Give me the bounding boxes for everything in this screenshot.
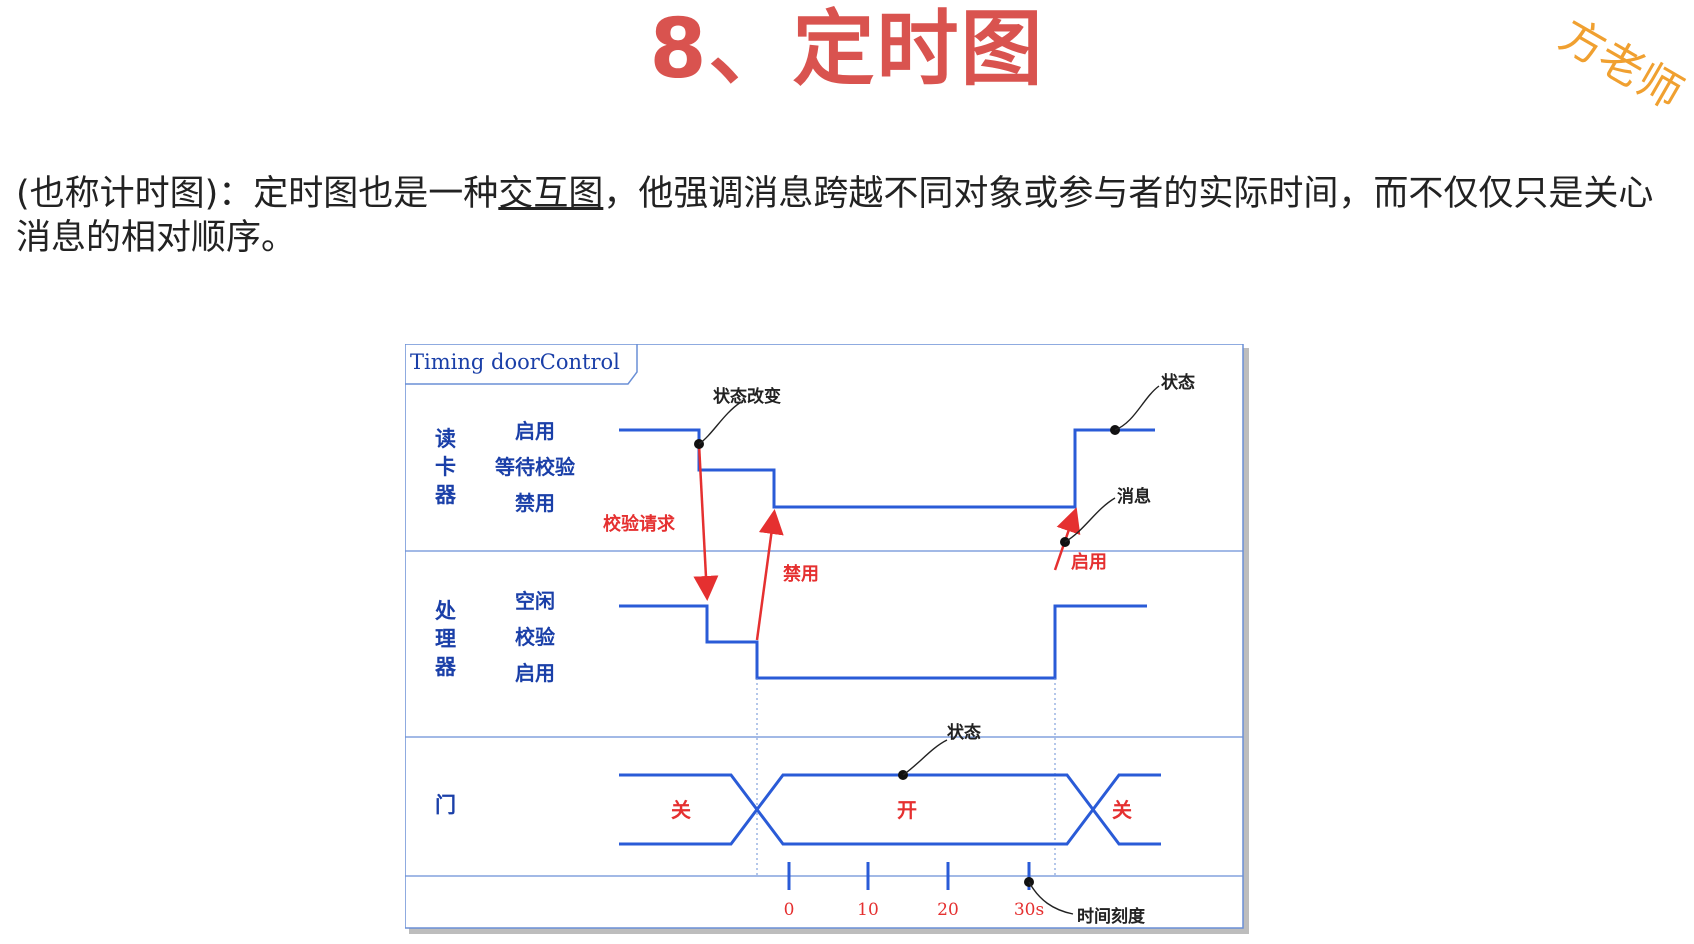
annotation-curve (902, 739, 948, 776)
description-suffix: ，他强调消息跨越不同对象或参与者的实际时间，而不仅仅只是关心消息的相对顺序。 (16, 174, 1654, 258)
message-label-enable: 启用 (1071, 551, 1107, 573)
tick-label: 30s (1014, 900, 1044, 920)
door-state-open: 开 (897, 798, 917, 822)
tick-label: 10 (857, 900, 879, 920)
frame-title-tab (405, 344, 638, 385)
lane3-char: 门 (435, 792, 456, 817)
lane1-char: 器 (434, 482, 457, 507)
lane2-char: 理 (435, 626, 456, 651)
processor-state-verify: 校验 (515, 625, 555, 649)
door-state-closed: 关 (671, 798, 691, 822)
frame-title: Timing doorControl (410, 350, 620, 374)
annotation-curve (1028, 881, 1074, 915)
message-label-verify: 校验请求 (603, 513, 676, 535)
slide-title: 8、定时图 (649, 2, 1045, 97)
door-state-closed: 关 (1112, 798, 1132, 822)
processor-state-idle: 空闲 (515, 589, 555, 613)
tick-label: 0 (784, 900, 795, 920)
lane2-char: 处 (434, 598, 456, 623)
annotation-state-door: 状态 (947, 722, 981, 743)
timing-diagram: Timing doorControl 读 卡 器 处 理 器 门 启用 等待校验… (405, 344, 1249, 934)
description-prefix: (也称计时图)：定时图也是一种 (16, 174, 499, 214)
processor-lifeline (619, 604, 1147, 680)
lane1-char: 读 (435, 426, 456, 451)
reader-state-enabled: 启用 (515, 419, 555, 443)
tick-label: 20 (937, 900, 959, 920)
annotation-state-top: 状态 (1161, 372, 1195, 393)
interaction-diagram-link[interactable]: 交互图 (498, 174, 604, 214)
annotation-message: 消息 (1117, 486, 1151, 507)
description: (也称计时图)：定时图也是一种交互图，他强调消息跨越不同对象或参与者的实际时间，… (16, 172, 1686, 260)
annotation-time-scale: 时间刻度 (1077, 906, 1146, 927)
lane2-char: 器 (434, 654, 457, 679)
annotation-curve (1114, 385, 1160, 431)
annotation-curve (698, 401, 742, 445)
annotation-curve (1064, 497, 1116, 543)
message-verify-request (693, 443, 719, 601)
diagram-frame (405, 344, 1244, 929)
reader-lifeline (619, 428, 1155, 509)
message-disable (755, 509, 784, 641)
reader-state-disabled: 禁用 (515, 491, 555, 515)
reader-state-waiting: 等待校验 (495, 455, 575, 479)
message-label-disable: 禁用 (783, 563, 819, 585)
annotation-state-change: 状态改变 (713, 386, 781, 407)
processor-state-enabled: 启用 (515, 661, 555, 685)
lane1-char: 卡 (435, 454, 456, 479)
